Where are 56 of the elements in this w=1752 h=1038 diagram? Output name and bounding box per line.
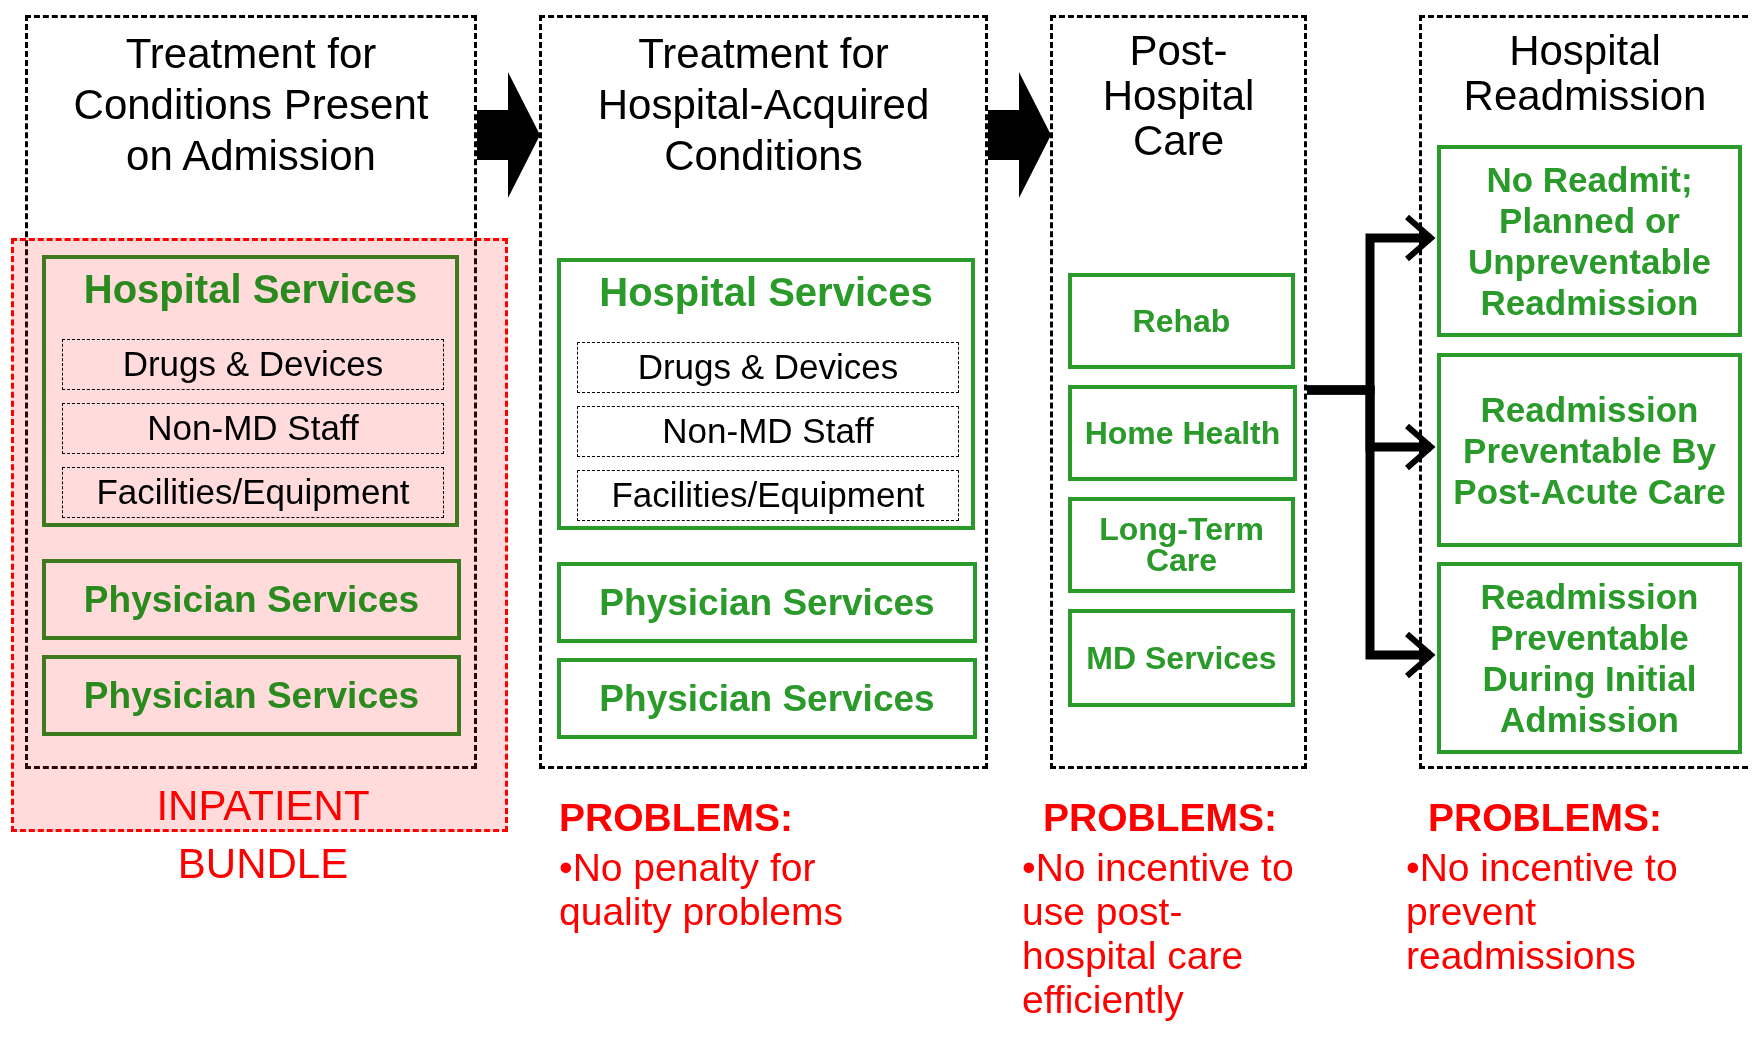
stage-title: Hospital Readmission [1462,26,1708,118]
service-item-box [577,470,959,521]
item-label: Facilities/Equipment [611,474,925,517]
service-box [42,655,461,736]
problem-note: •No incentive to use post-hospital care efficiently [1022,846,1295,1022]
service-item-box [62,467,444,518]
outcome-label: Readmission Preventable By Post-Acute Care [1452,388,1727,512]
service-item-box [577,406,959,457]
service-label: Physician Services [83,673,420,718]
service-label: Physician Services [83,577,420,622]
care-label: MD Services [1086,642,1277,674]
care-box [1068,497,1295,593]
care-box [1068,385,1297,481]
problem-note: •No penalty for quality problems [559,846,844,934]
problems-heading: PROBLEMS: [559,796,794,840]
stage-box [539,15,988,769]
stage-title: Post-Hospital Care [1101,26,1256,163]
stage-title: Treatment for Hospital-Acquired Conditions [596,29,931,181]
service-label: Physician Services [599,580,935,625]
bundle-label: INPATIENT BUNDLE [155,781,371,889]
service-box [42,255,459,527]
stage-title: Treatment for Conditions Present on Admission [72,29,430,181]
item-label: Facilities/Equipment [96,471,410,514]
stage-box [1050,15,1307,769]
item-label: Non-MD Staff [147,407,359,450]
outcome-box [1437,353,1742,547]
service-box [557,562,977,643]
item-label: Drugs & Devices [637,346,899,389]
problems-heading: PROBLEMS: [1043,796,1278,840]
service-label: Hospital Services [598,269,934,316]
problem-note: •No incentive to prevent readmissions [1406,846,1679,978]
outcome-label: Readmission Preventable During Initial Admission [1479,576,1700,740]
outcome-label: No Readmit; Planned or Unpreventable Readmission [1466,159,1713,323]
outcome-box [1437,145,1742,337]
stage-box [1419,15,1748,769]
problems-heading: PROBLEMS: [1428,796,1663,840]
care-box [1068,273,1295,369]
service-item-box [62,403,444,454]
service-item-box [62,339,444,390]
care-label: Rehab [1132,305,1231,337]
service-box [557,658,977,739]
care-box [1068,609,1295,707]
service-label: Hospital Services [82,266,419,313]
service-box [42,559,461,640]
item-label: Non-MD Staff [662,410,874,453]
care-label: Long-Term Care [1098,514,1265,576]
service-box [557,258,975,530]
arrow [988,72,1051,198]
stage-box [25,15,477,769]
service-item-box [577,342,959,393]
arrow [1307,385,1434,679]
care-label: Home Health [1084,417,1281,449]
outcome-box [1437,562,1742,754]
arrow [477,72,540,198]
service-label: Physician Services [599,676,935,721]
item-label: Drugs & Devices [122,343,384,386]
